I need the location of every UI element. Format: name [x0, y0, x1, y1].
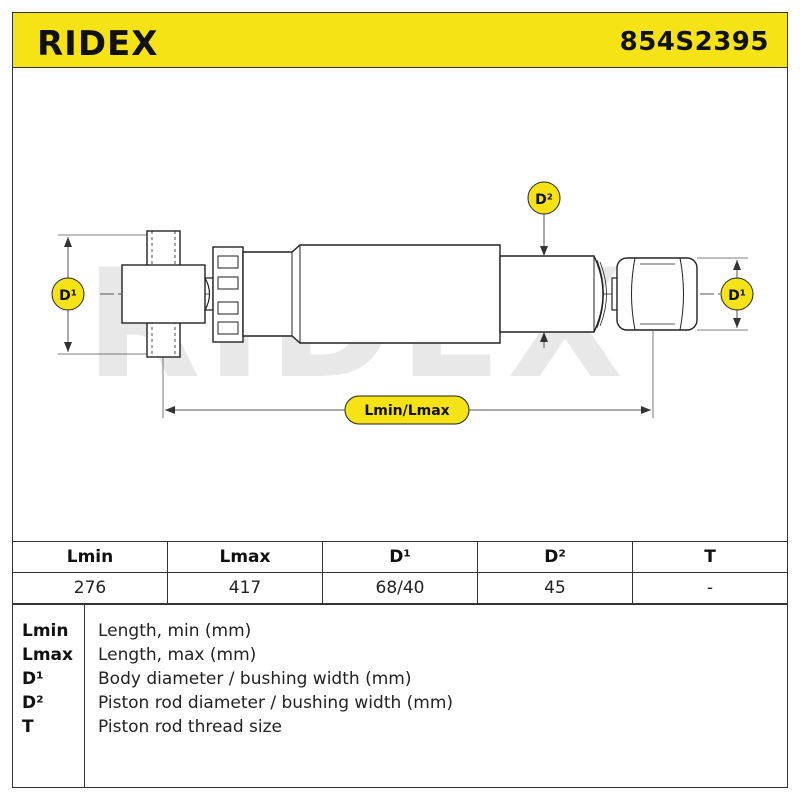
lower-tube-rib — [599, 261, 607, 327]
d1-left-arrow-top — [64, 237, 72, 247]
right-eye-edge — [679, 257, 684, 331]
legend-desc: Length, min (mm) — [98, 621, 252, 641]
value-t: - — [632, 572, 788, 604]
collar-slot — [217, 255, 239, 269]
right-eye-edge — [631, 257, 636, 331]
left-neck — [203, 277, 214, 311]
shock-absorber-drawing: RIDEX D¹ D² D¹ — [51, 181, 754, 425]
d2-arrow-top — [540, 246, 548, 256]
header-d1: D¹ — [322, 541, 478, 573]
spec-table-header-row: Lmin Lmax D¹ D² T — [12, 541, 788, 573]
d1-left-arrow-bottom — [64, 342, 72, 352]
legend-desc: Piston rod thread size — [98, 717, 283, 737]
header-lmin: Lmin — [12, 541, 168, 573]
header-lmax: Lmax — [167, 541, 323, 573]
legend-key: T — [22, 717, 34, 737]
spec-table: Lmin Lmax D¹ D² T 276 417 68/40 45 - — [12, 541, 788, 604]
legend-divider — [84, 605, 85, 788]
collar-slot — [217, 321, 239, 335]
length-label: Lmin/Lmax — [364, 403, 449, 419]
d2-label: D² — [535, 192, 553, 208]
lower-tube-rib — [596, 259, 604, 329]
value-lmin: 276 — [12, 572, 168, 604]
length-badge — [344, 395, 470, 425]
value-d1: 68/40 — [322, 572, 478, 604]
header-t: T — [632, 541, 788, 573]
legend-desc: Piston rod diameter / bushing width (mm) — [98, 693, 454, 713]
left-bushing — [121, 264, 206, 324]
shock-body — [242, 244, 501, 344]
d1-right-badge — [720, 277, 754, 311]
right-eye-bushing — [616, 257, 698, 331]
d1-right-arrow-top — [733, 260, 741, 270]
value-lmax: 417 — [167, 572, 323, 604]
spec-table-value-row: 276 417 68/40 45 - — [12, 572, 788, 604]
part-number: 854S2395 — [619, 27, 769, 57]
d2-arrow-bottom — [540, 332, 548, 342]
length-arrow-left — [165, 406, 175, 414]
d1-right-label: D¹ — [728, 288, 746, 304]
legend-desc: Length, max (mm) — [98, 645, 257, 665]
legend-key: Lmin — [22, 621, 69, 641]
header-bar: RIDEX 854S2395 — [12, 12, 788, 68]
ridex-logo: RIDEX — [37, 27, 159, 59]
collar-slot — [217, 301, 239, 315]
d2-badge — [527, 181, 561, 215]
d1-left-badge — [51, 277, 85, 311]
legend-key: Lmax — [22, 645, 73, 665]
legend-key: D¹ — [22, 669, 44, 689]
lower-tube — [499, 255, 604, 333]
length-arrow-right — [641, 406, 651, 414]
legend-key: D² — [22, 693, 44, 713]
brand-text: RIDEX — [37, 27, 159, 59]
collar-slot — [217, 276, 239, 290]
d1-left-label: D¹ — [59, 288, 77, 304]
value-d2: 45 — [477, 572, 633, 604]
legend-desc: Body diameter / bushing width (mm) — [98, 669, 412, 689]
legend: Lmin Length, min (mm) Lmax Length, max (… — [12, 604, 788, 788]
d1-right-arrow-bottom — [733, 318, 741, 328]
header-d2: D² — [477, 541, 633, 573]
